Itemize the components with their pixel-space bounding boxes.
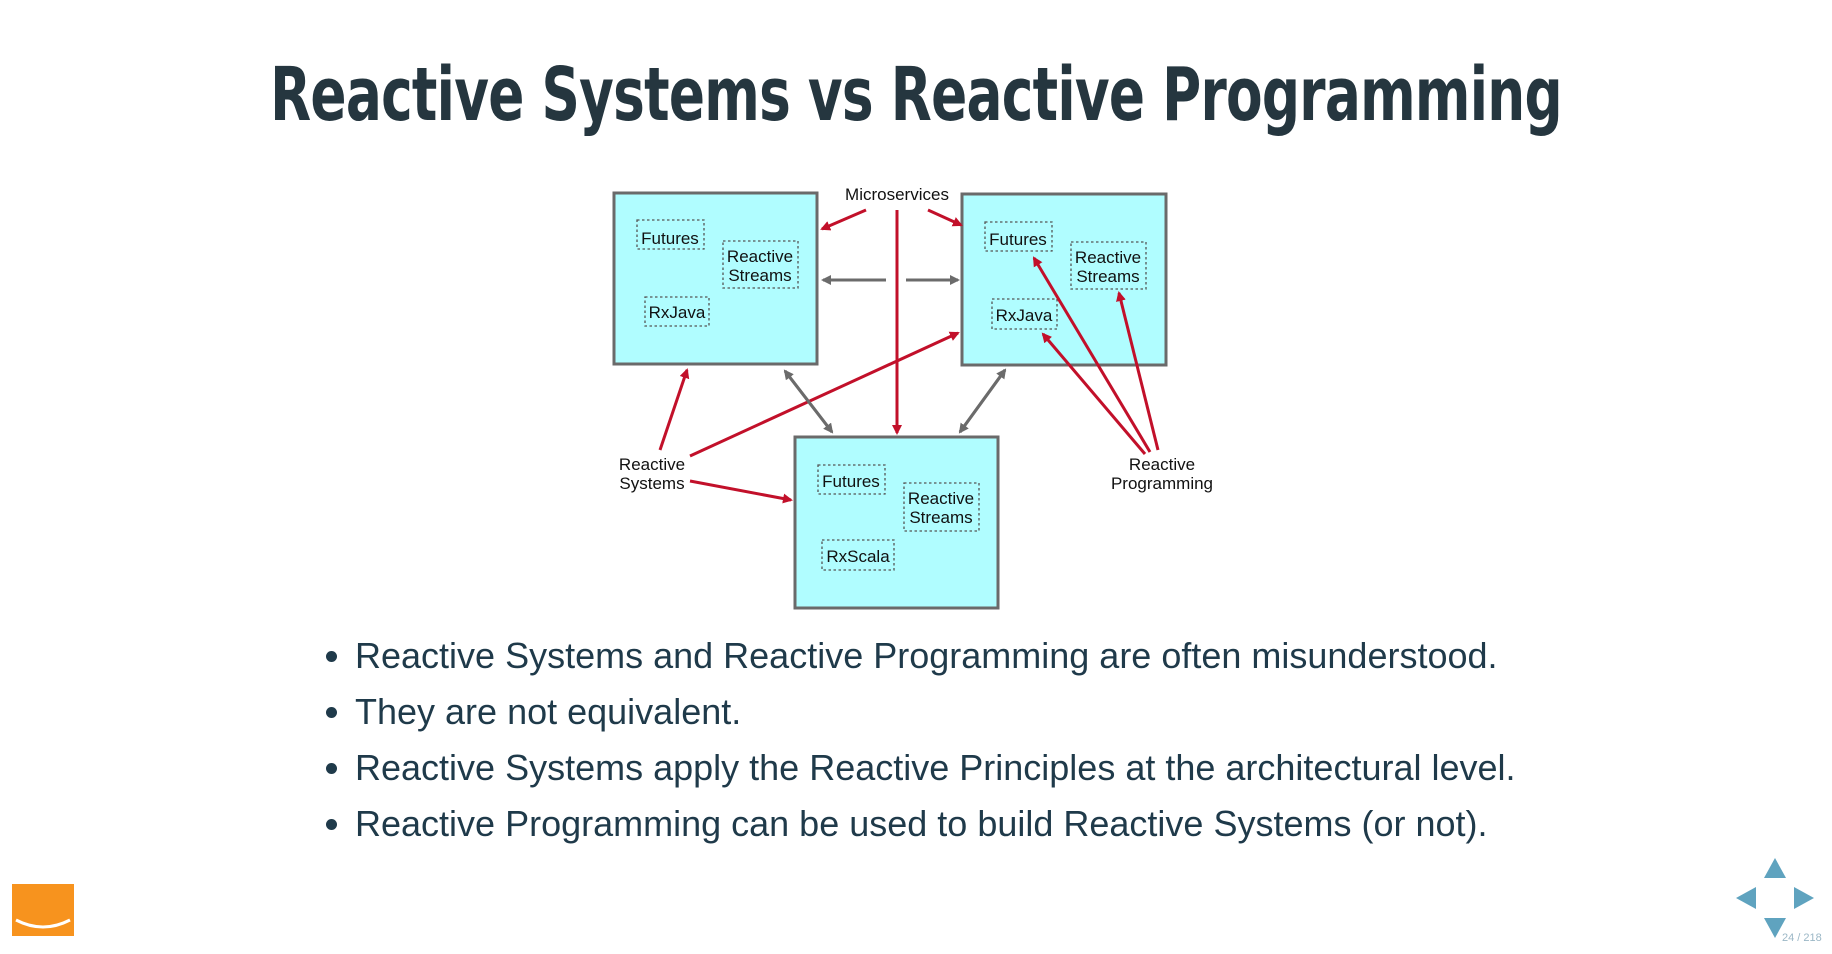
- reactive-systems-arrow: [689, 331, 960, 458]
- rxjava-tag: [644, 296, 710, 327]
- futures-label: Futures: [822, 472, 880, 491]
- futures-tag: [984, 221, 1053, 252]
- microservice-box-left: [612, 191, 819, 366]
- reactive-programming-arrow: [1041, 332, 1147, 455]
- orange-logo-icon: [12, 884, 74, 936]
- microservice-box-right: [960, 192, 1168, 367]
- nav-up-icon[interactable]: [1764, 858, 1786, 878]
- page-number: 24 / 218: [1782, 932, 1822, 944]
- reactive-streams-label: Reactive: [727, 247, 793, 266]
- bullet-item: Reactive Systems and Reactive Programmin…: [355, 634, 1555, 678]
- reactive-streams-tag: [1070, 241, 1147, 290]
- rxscala-tag: [821, 539, 895, 571]
- reactive-programming-arrow: [1116, 291, 1160, 451]
- reactive-streams-label: Streams: [728, 266, 791, 285]
- bullet-item: Reactive Systems apply the Reactive Prin…: [355, 746, 1555, 790]
- microservices-arrow: [820, 208, 867, 231]
- reactive-systems-arrow: [658, 368, 690, 451]
- nav-down-icon[interactable]: [1764, 918, 1786, 938]
- rxjava-label: RxJava: [649, 303, 706, 322]
- reactive-streams-label: Reactive: [908, 489, 974, 508]
- nav-right-icon[interactable]: [1794, 887, 1814, 909]
- reactive-programming-label: Programming: [1111, 474, 1213, 493]
- rxscala-label: RxScala: [826, 547, 890, 566]
- futures-tag: [636, 219, 705, 250]
- communication-arrow: [783, 369, 834, 433]
- reactive-systems-label: Systems: [619, 474, 684, 493]
- slide-navigation: [1736, 858, 1814, 938]
- reactive-streams-tag: [903, 482, 980, 532]
- slide-title: Reactive Systems vs Reactive Programming: [270, 52, 1562, 138]
- reactive-streams-tag: [722, 240, 799, 289]
- bullet-item: Reactive Programming can be used to buil…: [355, 802, 1555, 846]
- reactive-systems-label: Reactive: [619, 455, 685, 474]
- futures-tag: [817, 464, 886, 495]
- reactive-systems-arrow: [689, 479, 793, 504]
- reactive-programming-label: Reactive: [1129, 455, 1195, 474]
- rxjava-label: RxJava: [996, 306, 1053, 325]
- rxjava-tag: [991, 298, 1058, 330]
- microservices-arrow: [927, 208, 963, 227]
- reactive-programming-arrow: [1032, 256, 1152, 453]
- futures-label: Futures: [641, 229, 699, 248]
- reactive-streams-label: Reactive: [1075, 248, 1141, 267]
- microservices-label: Microservices: [845, 185, 949, 204]
- nav-left-icon[interactable]: [1736, 887, 1756, 909]
- reactive-streams-label: Streams: [1076, 267, 1139, 286]
- reactive-streams-label: Streams: [909, 508, 972, 527]
- communication-arrow: [958, 369, 1007, 434]
- futures-label: Futures: [989, 230, 1047, 249]
- bullet-list: Reactive Systems and Reactive Programmin…: [325, 634, 1555, 858]
- bullet-item: They are not equivalent.: [355, 690, 1555, 734]
